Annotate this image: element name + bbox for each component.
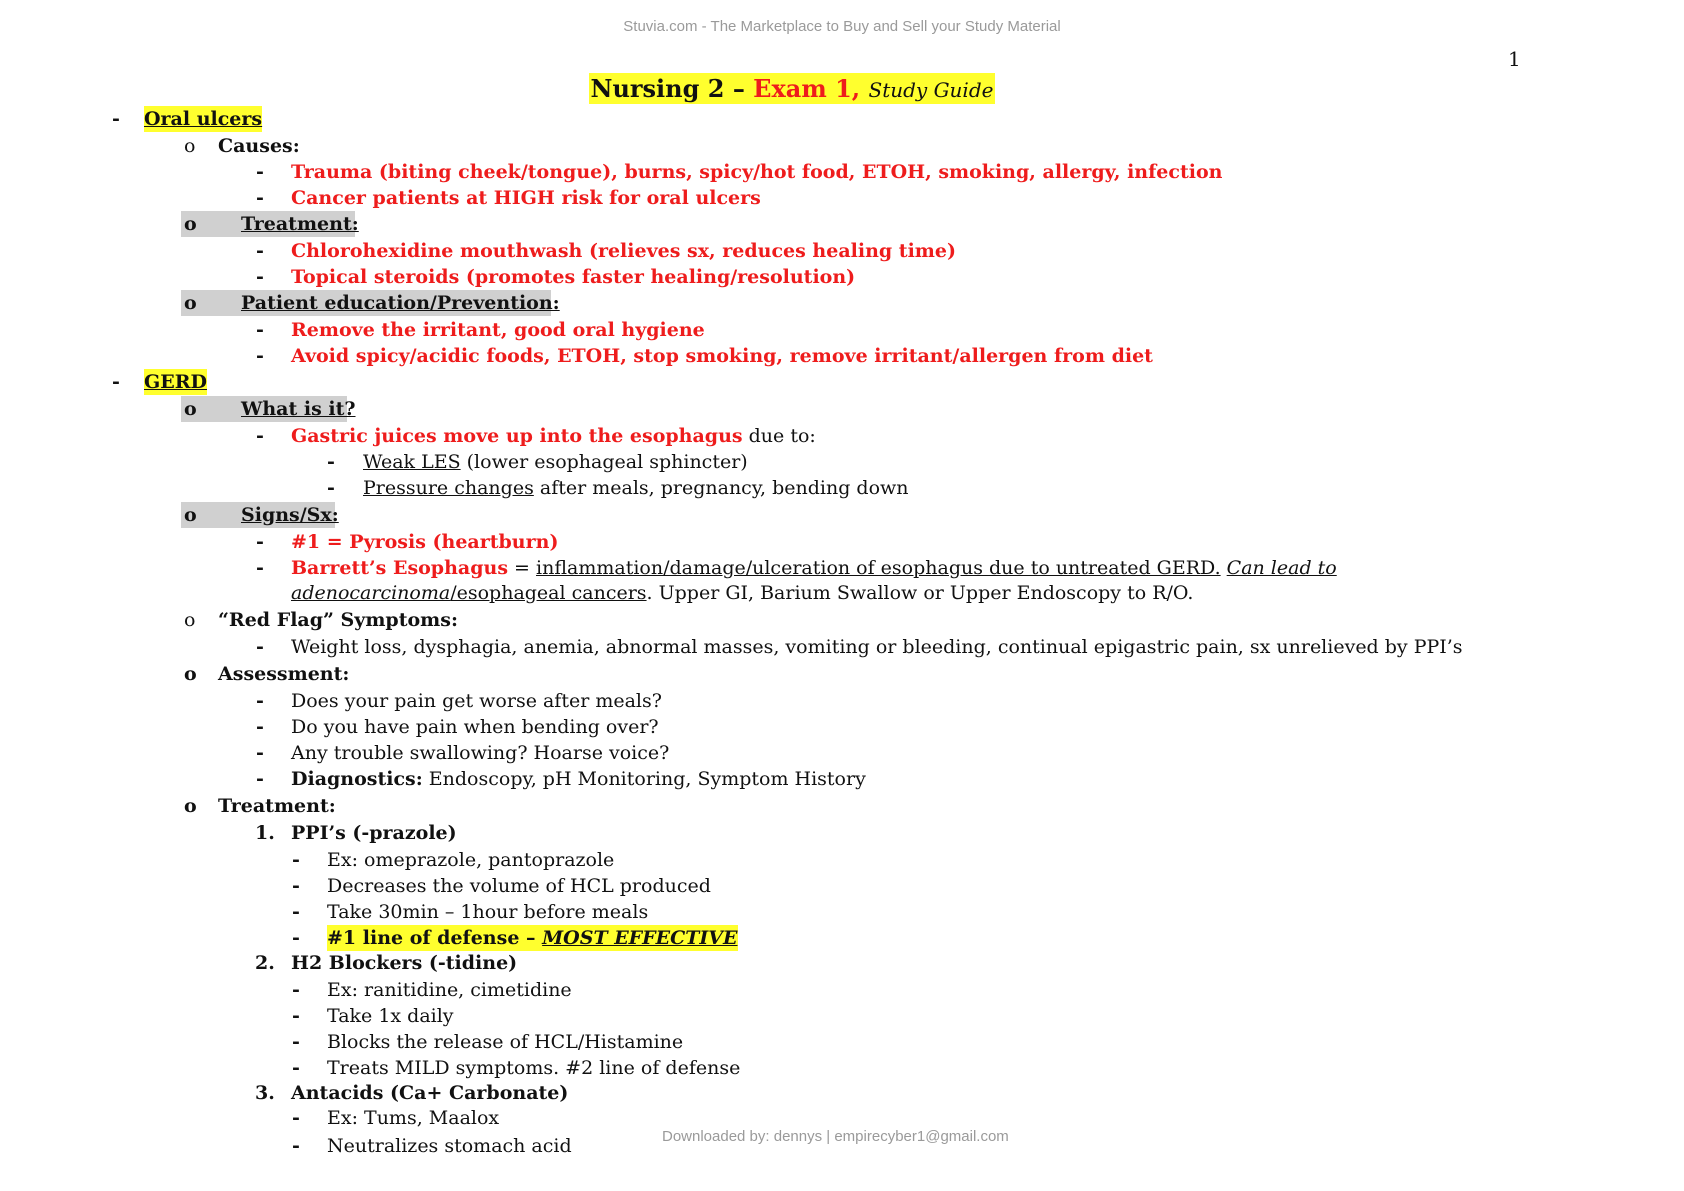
- bullet-dash: -: [256, 161, 264, 183]
- assessment-label: Assessment:: [218, 663, 350, 685]
- list-number: 1.: [255, 822, 275, 844]
- list-item: Weak LES (lower esophageal sphincter): [363, 451, 748, 473]
- bullet-circle: o: [184, 292, 197, 314]
- page-number: 1: [1508, 47, 1521, 71]
- bullet-dash: -: [292, 1005, 300, 1027]
- list-item: Do you have pain when bending over?: [291, 716, 659, 738]
- list-item: Neutralizes stomach acid: [327, 1135, 572, 1157]
- gray-highlight: [181, 211, 355, 237]
- bullet-dash: -: [256, 319, 264, 341]
- list-item: Avoid spicy/acidic foods, ETOH, stop smo…: [291, 345, 1153, 367]
- list-item: Pressure changes after meals, pregnancy,…: [363, 477, 909, 499]
- list-item: Ex: Tums, Maalox: [327, 1107, 500, 1129]
- bullet-dash: -: [256, 716, 264, 738]
- bullet-dash: -: [292, 1107, 300, 1129]
- gerd-definition: Gastric juices move up into the esophagu…: [291, 425, 816, 447]
- treatment-label: Treatment:: [241, 213, 359, 235]
- bullet-dash: -: [256, 425, 264, 447]
- list-item: Ex: ranitidine, cimetidine: [327, 979, 572, 1001]
- list-item: #1 = Pyrosis (heartburn): [291, 531, 559, 553]
- ppi-heading: PPI’s (-prazole): [291, 822, 457, 844]
- diagnostics-item: Diagnostics: Endoscopy, pH Monitoring, S…: [291, 768, 866, 790]
- list-item: Take 1x daily: [327, 1005, 454, 1027]
- bullet-dash: -: [256, 345, 264, 367]
- list-item: Remove the irritant, good oral hygiene: [291, 319, 705, 341]
- document-title: Nursing 2 – Exam 1, Study Guide: [0, 73, 1584, 104]
- list-item: Chlorohexidine mouthwash (relieves sx, r…: [291, 240, 956, 262]
- bullet-dash: -: [256, 768, 264, 790]
- title-exam: Exam 1,: [753, 74, 861, 103]
- causes-label: Causes:: [218, 135, 300, 157]
- barrett-line-1: Barrett’s Esophagus = inflammation/damag…: [291, 557, 1337, 579]
- antacid-heading: Antacids (Ca+ Carbonate): [291, 1082, 569, 1104]
- gray-highlight: [181, 502, 335, 528]
- list-item: Topical steroids (promotes faster healin…: [291, 266, 856, 288]
- list-number: 3.: [255, 1082, 275, 1104]
- bullet-dash: -: [112, 371, 120, 393]
- bullet-dash: -: [256, 636, 264, 658]
- gray-highlight: [181, 396, 347, 422]
- bullet-dash: -: [327, 477, 335, 499]
- bullet-dash: -: [292, 927, 300, 949]
- bullet-dash: -: [292, 901, 300, 923]
- gerd-treatment-label: Treatment:: [218, 795, 336, 817]
- bullet-dash: -: [256, 266, 264, 288]
- download-footer: Downloaded by: dennys | empirecyber1@gma…: [662, 1128, 1009, 1145]
- bullet-circle: o: [184, 398, 197, 420]
- first-line-defense: #1 line of defense – MOST EFFECTIVE: [327, 925, 738, 951]
- bullet-dash: -: [292, 875, 300, 897]
- bullet-dash: -: [256, 742, 264, 764]
- list-item: Treats MILD symptoms. #2 line of defense: [327, 1057, 741, 1079]
- list-item: Cancer patients at HIGH risk for oral ul…: [291, 187, 761, 209]
- h2-heading: H2 Blockers (-tidine): [291, 952, 518, 974]
- list-item: Decreases the volume of HCL produced: [327, 875, 711, 897]
- gray-highlight: [181, 290, 551, 316]
- bullet-dash: -: [256, 531, 264, 553]
- bullet-dash: -: [292, 1031, 300, 1053]
- bullet-dash: -: [327, 451, 335, 473]
- bullet-dash: -: [292, 1135, 300, 1157]
- what-is-it-label: What is it?: [241, 398, 356, 420]
- bullet-dash: -: [112, 108, 120, 130]
- list-item: Trauma (biting cheek/tongue), burns, spi…: [291, 161, 1223, 183]
- bullet-dash: -: [256, 240, 264, 262]
- bullet-dash: -: [292, 1057, 300, 1079]
- bullet-circle: o: [184, 795, 197, 817]
- bullet-circle: o: [184, 504, 197, 526]
- stuvia-watermark: Stuvia.com - The Marketplace to Buy and …: [623, 18, 1061, 35]
- bullet-dash: -: [292, 979, 300, 1001]
- list-item: Any trouble swallowing? Hoarse voice?: [291, 742, 670, 764]
- bullet-dash: -: [256, 690, 264, 712]
- list-item: Blocks the release of HCL/Histamine: [327, 1031, 684, 1053]
- section-heading-gerd: GERD: [144, 369, 207, 395]
- bullet-dash: -: [256, 557, 264, 579]
- list-item: Does your pain get worse after meals?: [291, 690, 662, 712]
- barrett-line-2: adenocarcinoma/esophageal cancers. Upper…: [291, 582, 1194, 604]
- bullet-circle: o: [184, 135, 196, 157]
- list-item: Take 30min – 1hour before meals: [327, 901, 649, 923]
- signs-label: Signs/Sx:: [241, 504, 339, 526]
- education-label: Patient education/Prevention:: [241, 292, 560, 314]
- title-subtitle: Study Guide: [868, 78, 994, 102]
- bullet-dash: -: [292, 849, 300, 871]
- bullet-circle: o: [184, 213, 197, 235]
- bullet-circle: o: [184, 663, 197, 685]
- bullet-circle: o: [184, 609, 196, 631]
- list-item: Ex: omeprazole, pantoprazole: [327, 849, 615, 871]
- title-main: Nursing 2 –: [590, 74, 754, 103]
- bullet-dash: -: [256, 187, 264, 209]
- list-item: Weight loss, dysphagia, anemia, abnormal…: [291, 636, 1463, 658]
- red-flag-label: “Red Flag” Symptoms:: [218, 609, 458, 631]
- section-heading-oral-ulcers: Oral ulcers: [144, 106, 263, 132]
- list-number: 2.: [255, 952, 275, 974]
- title-highlight: Nursing 2 – Exam 1, Study Guide: [588, 73, 996, 104]
